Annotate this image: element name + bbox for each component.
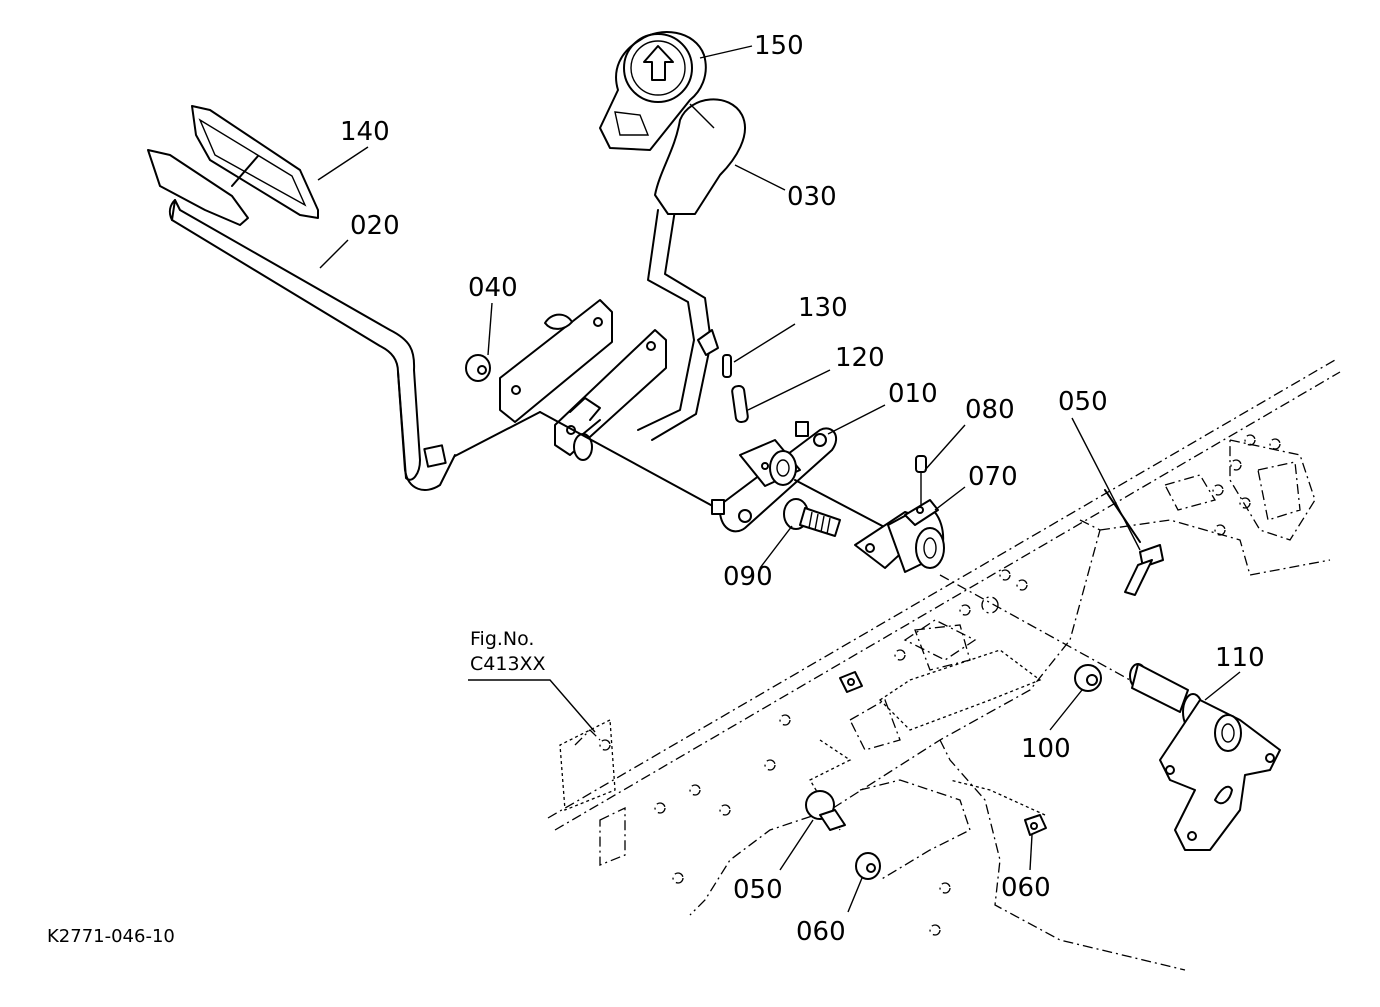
part-080-grease-fitting bbox=[915, 455, 927, 505]
label-110: 110 bbox=[1215, 643, 1265, 673]
part-140-pedal-pad bbox=[147, 105, 319, 226]
part-030-lever-grip bbox=[637, 98, 746, 441]
part-070-bushing bbox=[854, 499, 945, 573]
part-050-bolt-upper bbox=[1104, 489, 1164, 596]
frame-outline bbox=[547, 359, 1341, 971]
part-130-pin bbox=[722, 354, 732, 378]
part-050-bolt-lower bbox=[805, 790, 846, 831]
label-050-lower: 050 bbox=[733, 875, 783, 905]
part-060-nut-right bbox=[1024, 814, 1047, 836]
part-060-nut-center bbox=[839, 671, 863, 693]
part-090-bolt bbox=[783, 498, 841, 537]
part-110-lever-arm bbox=[939, 574, 1281, 851]
part-labels: 150 140 020 030 040 130 120 010 080 070 … bbox=[340, 31, 1265, 947]
label-010: 010 bbox=[888, 379, 938, 409]
label-050-upper: 050 bbox=[1058, 387, 1108, 417]
label-100: 100 bbox=[1021, 734, 1071, 764]
leader-lines bbox=[317, 45, 1241, 913]
label-150: 150 bbox=[754, 31, 804, 61]
part-150-knob-cap bbox=[599, 31, 707, 151]
label-120: 120 bbox=[835, 343, 885, 373]
label-060-lower: 060 bbox=[796, 917, 846, 947]
label-090: 090 bbox=[723, 562, 773, 592]
label-040: 040 bbox=[468, 273, 518, 303]
part-120-spring-pin bbox=[731, 384, 749, 424]
label-020: 020 bbox=[350, 211, 400, 241]
figure-reference: Fig.No. C413XX bbox=[470, 628, 546, 675]
bracket-plates bbox=[499, 299, 667, 461]
figure-ref-line2: C413XX bbox=[470, 653, 546, 675]
drawing-code: K2771-046-10 bbox=[47, 926, 175, 947]
part-060-nut-lower bbox=[855, 852, 881, 880]
label-130: 130 bbox=[798, 293, 848, 323]
label-140: 140 bbox=[340, 117, 390, 147]
part-020-brake-pedal-arm bbox=[168, 199, 541, 491]
label-080: 080 bbox=[965, 395, 1015, 425]
part-100-nut bbox=[1074, 664, 1102, 692]
label-060-right: 060 bbox=[1001, 873, 1051, 903]
part-040-nut bbox=[465, 354, 491, 382]
label-070: 070 bbox=[968, 462, 1018, 492]
label-030: 030 bbox=[787, 182, 837, 212]
figure-ref-line1: Fig.No. bbox=[470, 628, 534, 650]
part-010-shaft-assembly bbox=[539, 411, 891, 533]
